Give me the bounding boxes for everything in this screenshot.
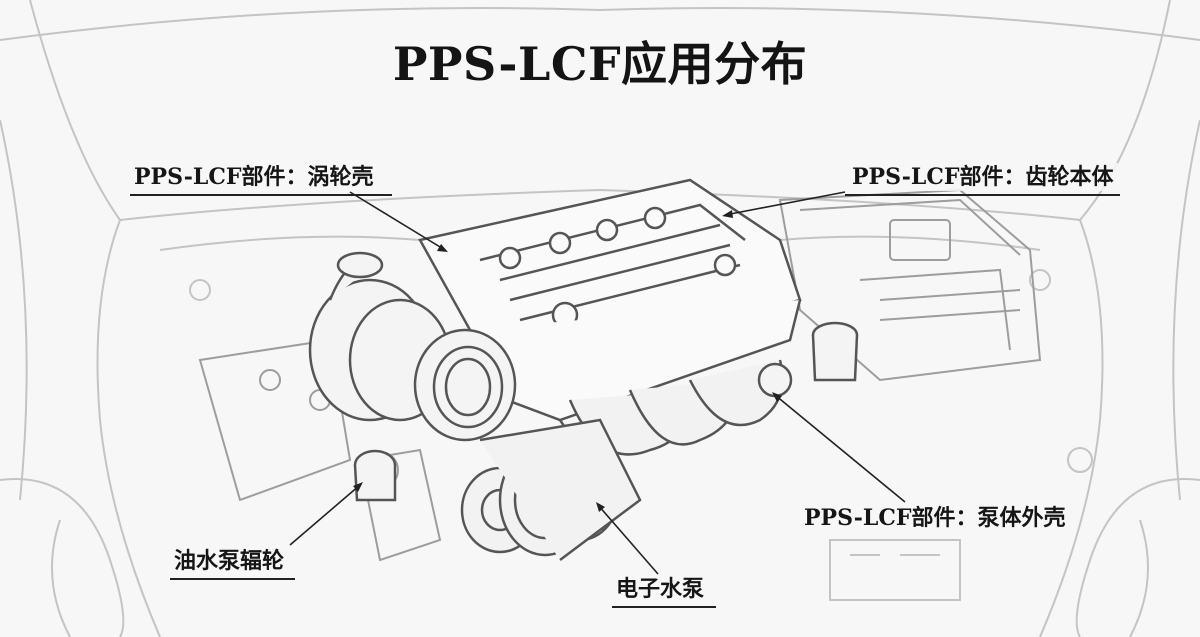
callout-lines xyxy=(289,191,906,575)
callout-line-turbo xyxy=(349,191,446,251)
underline-electric-water-pump xyxy=(612,606,716,608)
label-gear-body: PPS-LCF部件：齿轮本体 xyxy=(848,163,1118,191)
filler-cap xyxy=(757,321,859,398)
water-pump-pulley xyxy=(460,418,642,561)
callout-line-gear xyxy=(724,191,846,216)
arrow-oil xyxy=(353,482,363,492)
label-turbo-housing: PPS-LCF部件：涡轮壳 xyxy=(130,163,378,191)
callout-line-water xyxy=(597,504,659,575)
label-pump-housing: PPS-LCF部件：泵体外壳 xyxy=(800,504,1070,532)
label-oil-pump-gear: 油水泵辐轮 xyxy=(170,547,289,575)
callout-line-pump xyxy=(774,394,906,503)
arrow-water xyxy=(596,502,605,512)
battery-box-sketch xyxy=(778,188,1042,382)
underline-oil-pump-gear xyxy=(170,578,295,580)
oil-pump-gear-part xyxy=(353,449,397,502)
label-electric-water-pump: 电子水泵 xyxy=(612,575,709,603)
arrow-pump xyxy=(772,392,782,402)
page-title: PPS-LCF应用分布 xyxy=(392,37,808,91)
underline-gear-body xyxy=(845,194,1120,196)
callout-line-oil xyxy=(289,484,361,546)
callout-arrowheads xyxy=(353,210,782,512)
turbocharger xyxy=(308,251,517,442)
underline-turbo-housing xyxy=(130,194,392,196)
arrow-gear xyxy=(722,210,733,218)
arrow-turbo xyxy=(437,244,448,252)
